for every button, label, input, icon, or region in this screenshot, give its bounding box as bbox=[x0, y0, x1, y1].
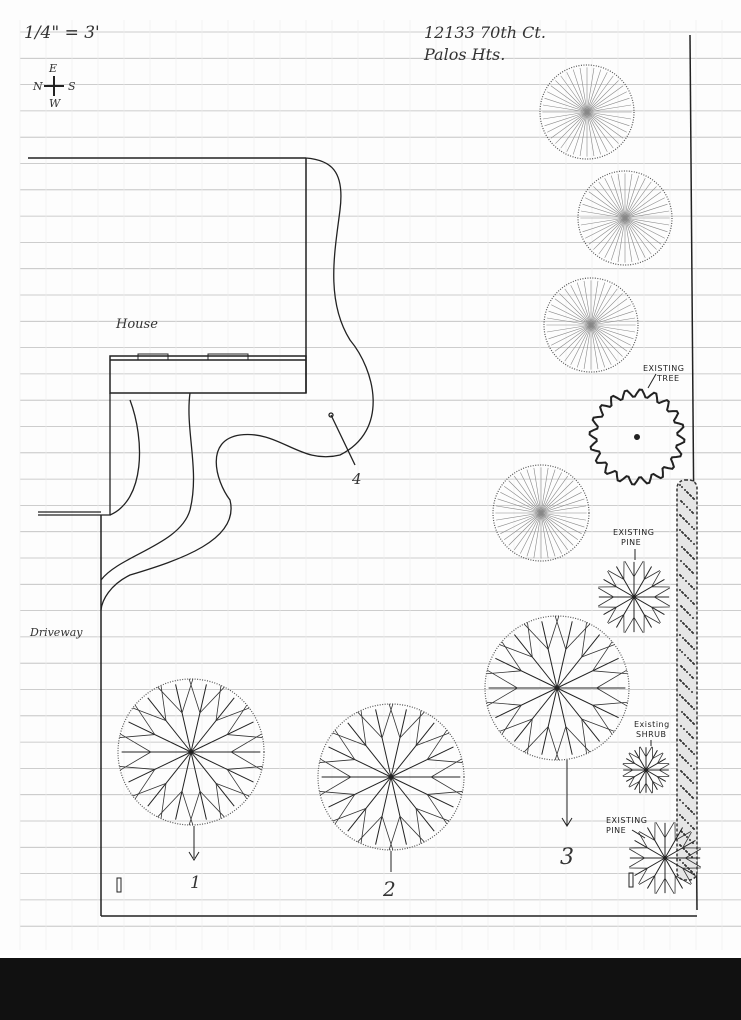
existing-shrub-label: Existing SHRUB bbox=[634, 720, 670, 746]
existing-pine-label-2: EXISTING PINE bbox=[606, 816, 647, 839]
trees bbox=[117, 64, 702, 895]
tree-symbol bbox=[543, 277, 639, 373]
marker-arrows bbox=[188, 760, 573, 872]
tree-symbol bbox=[597, 560, 671, 634]
tree-symbol bbox=[492, 464, 590, 562]
compass-west: W bbox=[49, 97, 62, 110]
tree-symbol bbox=[317, 703, 465, 851]
compass-south: S bbox=[68, 80, 76, 93]
marker-3: 3 bbox=[560, 845, 574, 870]
existing-pine-label-1: EXISTING PINE bbox=[613, 528, 654, 560]
tree-symbol bbox=[577, 170, 673, 266]
tree-symbol bbox=[628, 821, 702, 895]
compass-east: E bbox=[48, 62, 57, 75]
existing-tree-label: EXISTING TREE bbox=[643, 364, 684, 389]
tree-symbol bbox=[484, 615, 630, 761]
svg-text:EXISTING: EXISTING bbox=[643, 364, 684, 373]
svg-text:Existing: Existing bbox=[634, 720, 670, 729]
compass-rose: E N S W bbox=[32, 62, 76, 110]
tree-symbol bbox=[117, 678, 265, 826]
address-line1: 12133 70th Ct. bbox=[424, 23, 546, 42]
existing-tree-symbol bbox=[588, 388, 686, 486]
compass-north: N bbox=[32, 80, 43, 93]
scale-label: 1/4" = 3' bbox=[24, 23, 100, 43]
tree-symbol bbox=[539, 64, 635, 160]
house-outline bbox=[28, 157, 307, 394]
scanner-border bbox=[0, 958, 741, 1020]
marker-2: 2 bbox=[382, 877, 396, 901]
svg-text:PINE: PINE bbox=[606, 826, 626, 835]
svg-text:SHRUB: SHRUB bbox=[636, 730, 667, 739]
garden-bed-path bbox=[38, 157, 374, 611]
tree-symbol bbox=[622, 746, 670, 794]
svg-text:EXISTING: EXISTING bbox=[606, 816, 647, 825]
existing-hedge bbox=[676, 479, 698, 881]
landscape-plan: 1/4" = 3' 12133 70th Ct. Palos Hts. E N … bbox=[19, 20, 741, 950]
svg-text:PINE: PINE bbox=[621, 538, 641, 547]
address-line2: Palos Hts. bbox=[423, 45, 505, 64]
house-label: House bbox=[115, 317, 158, 332]
property-boundary bbox=[100, 34, 698, 917]
svg-text:EXISTING: EXISTING bbox=[613, 528, 654, 537]
driveway-label: Driveway bbox=[29, 626, 83, 639]
marker-4: 4 bbox=[351, 470, 362, 488]
marker-1: 1 bbox=[190, 873, 201, 893]
svg-text:TREE: TREE bbox=[656, 374, 680, 383]
post-markers bbox=[116, 872, 634, 893]
